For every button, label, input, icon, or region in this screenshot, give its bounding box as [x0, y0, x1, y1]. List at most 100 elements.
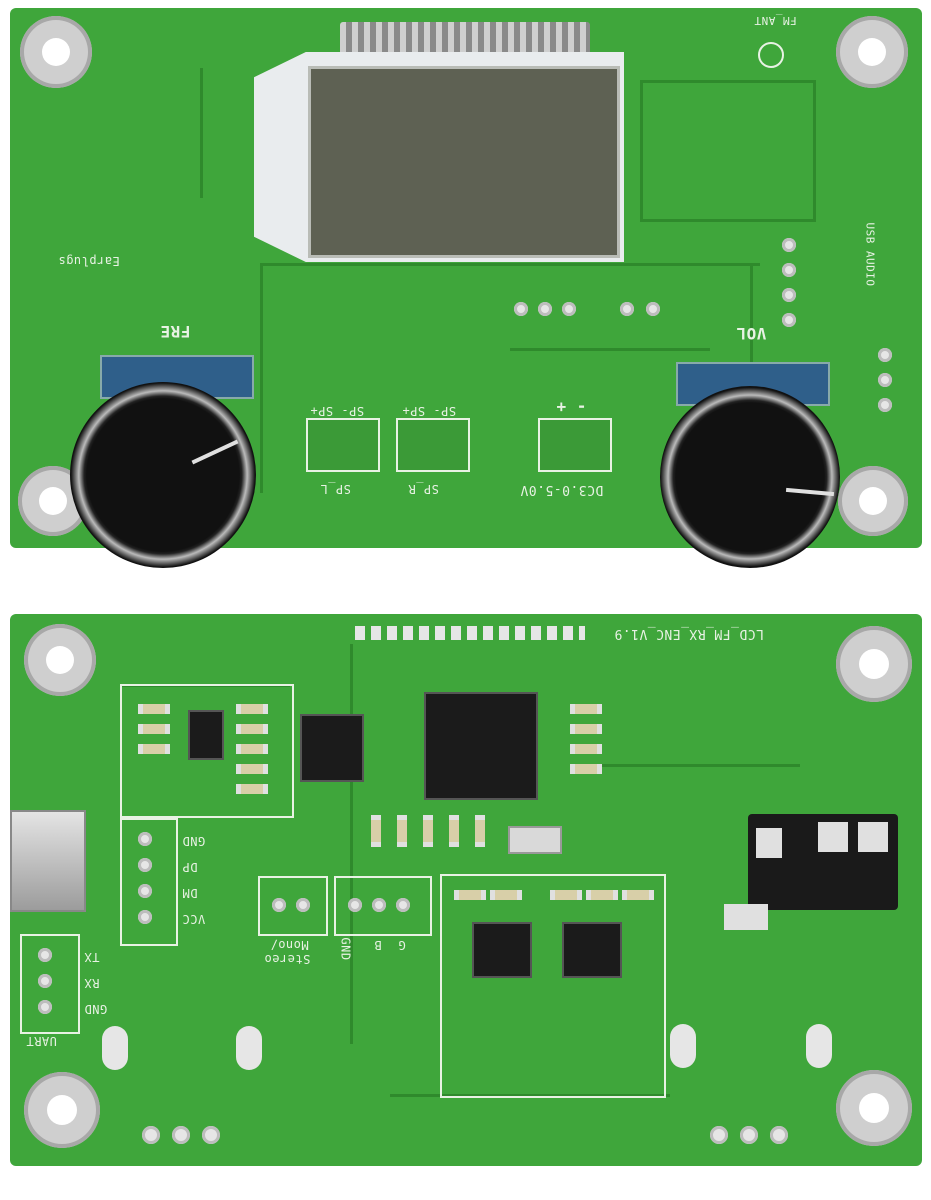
- usb-dp-label: DP: [182, 860, 198, 874]
- solder-pad: [202, 1126, 220, 1144]
- solder-pad: [782, 238, 796, 252]
- trace: [260, 263, 760, 266]
- headphone-jack-pad: [818, 822, 848, 852]
- solder-pad: [348, 898, 362, 912]
- tx-label: TX: [84, 950, 100, 964]
- mono-stereo-header: [258, 876, 328, 936]
- trace: [390, 1094, 670, 1097]
- audio-b-label: B: [374, 938, 382, 952]
- sp-r-label: SP_R: [408, 482, 439, 496]
- usb-audio-label: USB AUDIO: [863, 222, 877, 287]
- usb-pin-header: [120, 818, 178, 946]
- smd-component: [475, 815, 485, 847]
- headphone-jack-pad: [756, 828, 782, 858]
- trace: [510, 348, 710, 351]
- oval-pad: [236, 1026, 262, 1070]
- smd-component: [138, 724, 170, 734]
- smd-component: [449, 815, 459, 847]
- solder-pad: [646, 302, 660, 316]
- headphone-jack-pad: [858, 822, 888, 852]
- smd-component: [138, 704, 170, 714]
- vol-label: VOL: [736, 324, 767, 343]
- fm-ant-label: FM_ANT: [754, 14, 797, 27]
- audio-gnd-label: GND: [338, 937, 353, 961]
- component-outline: [120, 684, 294, 818]
- solder-pad: [620, 302, 634, 316]
- solder-pad: [372, 898, 386, 912]
- dc-pins-label: - +: [556, 398, 587, 417]
- usb-dm-label: DM: [182, 886, 198, 900]
- solder-pad: [138, 910, 152, 924]
- trace: [750, 263, 753, 363]
- sp-l-connector: [306, 418, 380, 472]
- smd-component: [397, 815, 407, 847]
- fre-label: FRE: [160, 322, 191, 341]
- dc-power-connector: [538, 418, 612, 472]
- stereo-label: Stereo: [264, 952, 311, 966]
- solder-pad: [710, 1126, 728, 1144]
- solder-pad: [38, 974, 52, 988]
- solder-pad: [878, 373, 892, 387]
- mounting-hole: [20, 16, 92, 88]
- solder-pad: [770, 1126, 788, 1144]
- smd-component: [570, 704, 602, 714]
- solder-pad: [138, 832, 152, 846]
- sp-l-pins-label: SP- SP+: [310, 404, 365, 418]
- usb-gnd-label: GND: [182, 834, 206, 848]
- solder-pad: [296, 898, 310, 912]
- trace: [200, 68, 203, 198]
- antenna-pad: [758, 42, 784, 68]
- rx-label: RX: [84, 976, 100, 990]
- mounting-hole: [836, 626, 912, 702]
- smd-component: [236, 764, 268, 774]
- solder-pad: [138, 858, 152, 872]
- ic-chip: [300, 714, 364, 782]
- smd-component: [423, 815, 433, 847]
- solder-pad: [740, 1126, 758, 1144]
- solder-pad: [514, 302, 528, 316]
- oval-pad: [670, 1024, 696, 1068]
- earplugs-label: Earplugs: [58, 254, 120, 268]
- uart-pin-header: [20, 934, 80, 1034]
- smd-component: [236, 744, 268, 754]
- solder-pad: [38, 1000, 52, 1014]
- smd-component: [570, 744, 602, 754]
- solder-pad: [538, 302, 552, 316]
- vol-volume-knob[interactable]: [660, 386, 840, 568]
- solder-pad: [142, 1126, 160, 1144]
- smd-component: [236, 784, 268, 794]
- solder-pad: [138, 884, 152, 898]
- smd-component: [550, 890, 582, 900]
- lcd-header-pads: [355, 626, 585, 640]
- mounting-hole: [24, 1072, 100, 1148]
- component-outline: [640, 80, 816, 222]
- solder-pad: [562, 302, 576, 316]
- board-name-label: LCD_FM_RX_ENC_V1.9: [614, 626, 764, 641]
- crystal: [508, 826, 562, 854]
- solder-pad: [396, 898, 410, 912]
- audio-out-header: [334, 876, 432, 936]
- mounting-hole: [836, 16, 908, 88]
- smd-component: [570, 764, 602, 774]
- smd-component: [586, 890, 618, 900]
- solder-pad: [38, 948, 52, 962]
- solder-pad: [878, 398, 892, 412]
- uart-label: UART: [26, 1034, 57, 1048]
- audio-g-label: G: [398, 938, 406, 952]
- micro-usb-port[interactable]: [10, 810, 86, 912]
- smd-component: [138, 744, 170, 754]
- mounting-hole: [836, 1070, 912, 1146]
- oval-pad: [806, 1024, 832, 1068]
- solder-pad: [172, 1126, 190, 1144]
- solder-pad: [782, 313, 796, 327]
- dc-voltage-label: DC3.0-5.0V: [520, 482, 604, 497]
- usb-vcc-label: VCC: [182, 912, 206, 926]
- smd-component: [236, 724, 268, 734]
- trace: [260, 263, 263, 493]
- trace: [350, 644, 353, 1044]
- solder-pad: [878, 348, 892, 362]
- sp-r-connector: [396, 418, 470, 472]
- ic-chip: [472, 922, 532, 978]
- fre-tuning-knob[interactable]: [70, 382, 256, 568]
- solder-pad: [272, 898, 286, 912]
